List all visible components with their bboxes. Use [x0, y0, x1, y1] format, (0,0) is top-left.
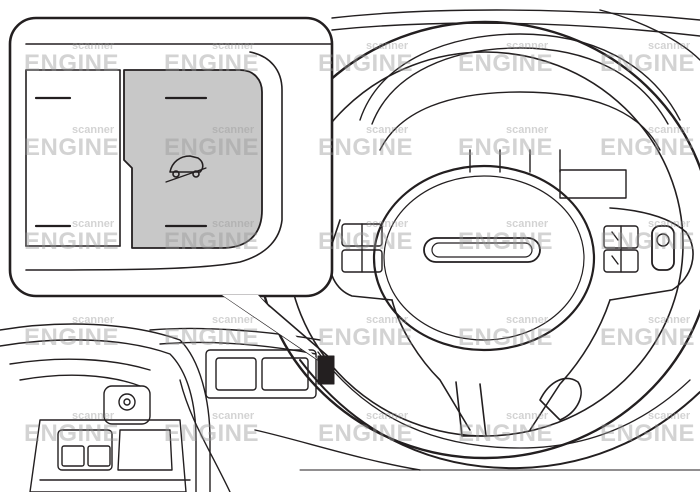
inset-panel-detail	[25, 43, 333, 271]
dashboard-outline	[331, 9, 700, 61]
instrument-cluster	[359, 33, 681, 199]
airbag-hub	[372, 164, 596, 352]
door-panel	[0, 323, 211, 492]
window-switch-icon	[29, 385, 191, 492]
right-spoke-switches	[603, 225, 675, 273]
switch-vehicle-icon	[165, 155, 207, 183]
dashboard-left-panel	[149, 327, 700, 492]
left-spoke-switches	[341, 223, 383, 273]
lower-right-switch	[539, 377, 582, 421]
dashboard-switch-highlight	[317, 355, 335, 385]
inset-highlighted-switch	[123, 69, 263, 249]
